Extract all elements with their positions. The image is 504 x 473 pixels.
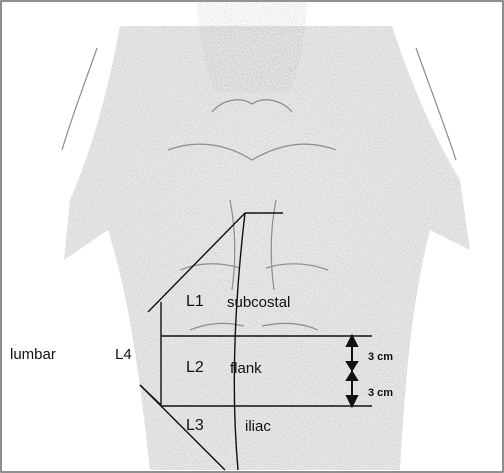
flank-label: flank: [230, 361, 262, 376]
upper-measurement-label: 3 cm: [368, 352, 393, 363]
iliac-label: iliac: [245, 419, 271, 434]
lumbar-label: lumbar: [10, 347, 56, 362]
torso-body: [64, 0, 470, 470]
lower-measurement-label: 3 cm: [368, 388, 393, 399]
region-l4-label: L4: [115, 347, 132, 362]
subcostal-label: subcostal: [227, 295, 290, 310]
region-l1-label: L1: [186, 294, 204, 310]
region-l3-label: L3: [186, 418, 204, 434]
region-l2-label: L2: [186, 360, 204, 376]
